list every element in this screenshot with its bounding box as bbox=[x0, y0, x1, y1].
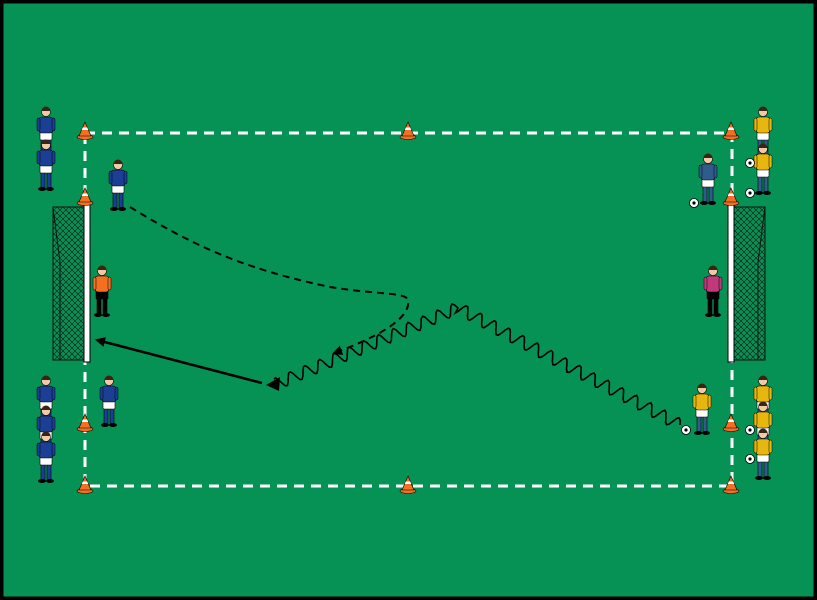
player-blue-queue bbox=[36, 139, 56, 191]
player-blue-attacker bbox=[108, 159, 128, 211]
ball bbox=[681, 425, 691, 435]
player-yellow-queue bbox=[698, 153, 718, 205]
cones-layer bbox=[76, 121, 740, 494]
balls-layer bbox=[681, 158, 755, 464]
cone bbox=[722, 121, 740, 140]
run-path-dashed bbox=[129, 206, 410, 355]
dribble-arrowhead bbox=[266, 377, 280, 391]
player-blue-queue bbox=[99, 375, 119, 427]
player-yellow-queue bbox=[753, 143, 773, 195]
cone bbox=[722, 475, 740, 494]
right-goal bbox=[727, 201, 766, 363]
players-layer bbox=[36, 106, 773, 483]
cone bbox=[399, 121, 417, 140]
cone bbox=[76, 475, 94, 494]
ball bbox=[745, 454, 755, 464]
goalkeeper-right bbox=[703, 265, 723, 317]
ball bbox=[745, 425, 755, 435]
left-goal bbox=[52, 201, 91, 363]
cone bbox=[76, 413, 94, 432]
goalkeeper-left bbox=[92, 265, 112, 317]
dribble-path-wavy bbox=[273, 303, 682, 426]
ball bbox=[689, 198, 699, 208]
cone bbox=[76, 187, 94, 206]
shot-arrow bbox=[95, 337, 263, 385]
cone bbox=[722, 413, 740, 432]
player-yellow-queue bbox=[753, 428, 773, 480]
ball bbox=[745, 158, 755, 168]
cone bbox=[722, 187, 740, 206]
cone bbox=[399, 475, 417, 494]
movement-paths bbox=[95, 206, 682, 426]
ball bbox=[745, 188, 755, 198]
player-blue-queue bbox=[36, 431, 56, 483]
player-yellow-dribbler bbox=[692, 383, 712, 435]
cone bbox=[76, 121, 94, 140]
